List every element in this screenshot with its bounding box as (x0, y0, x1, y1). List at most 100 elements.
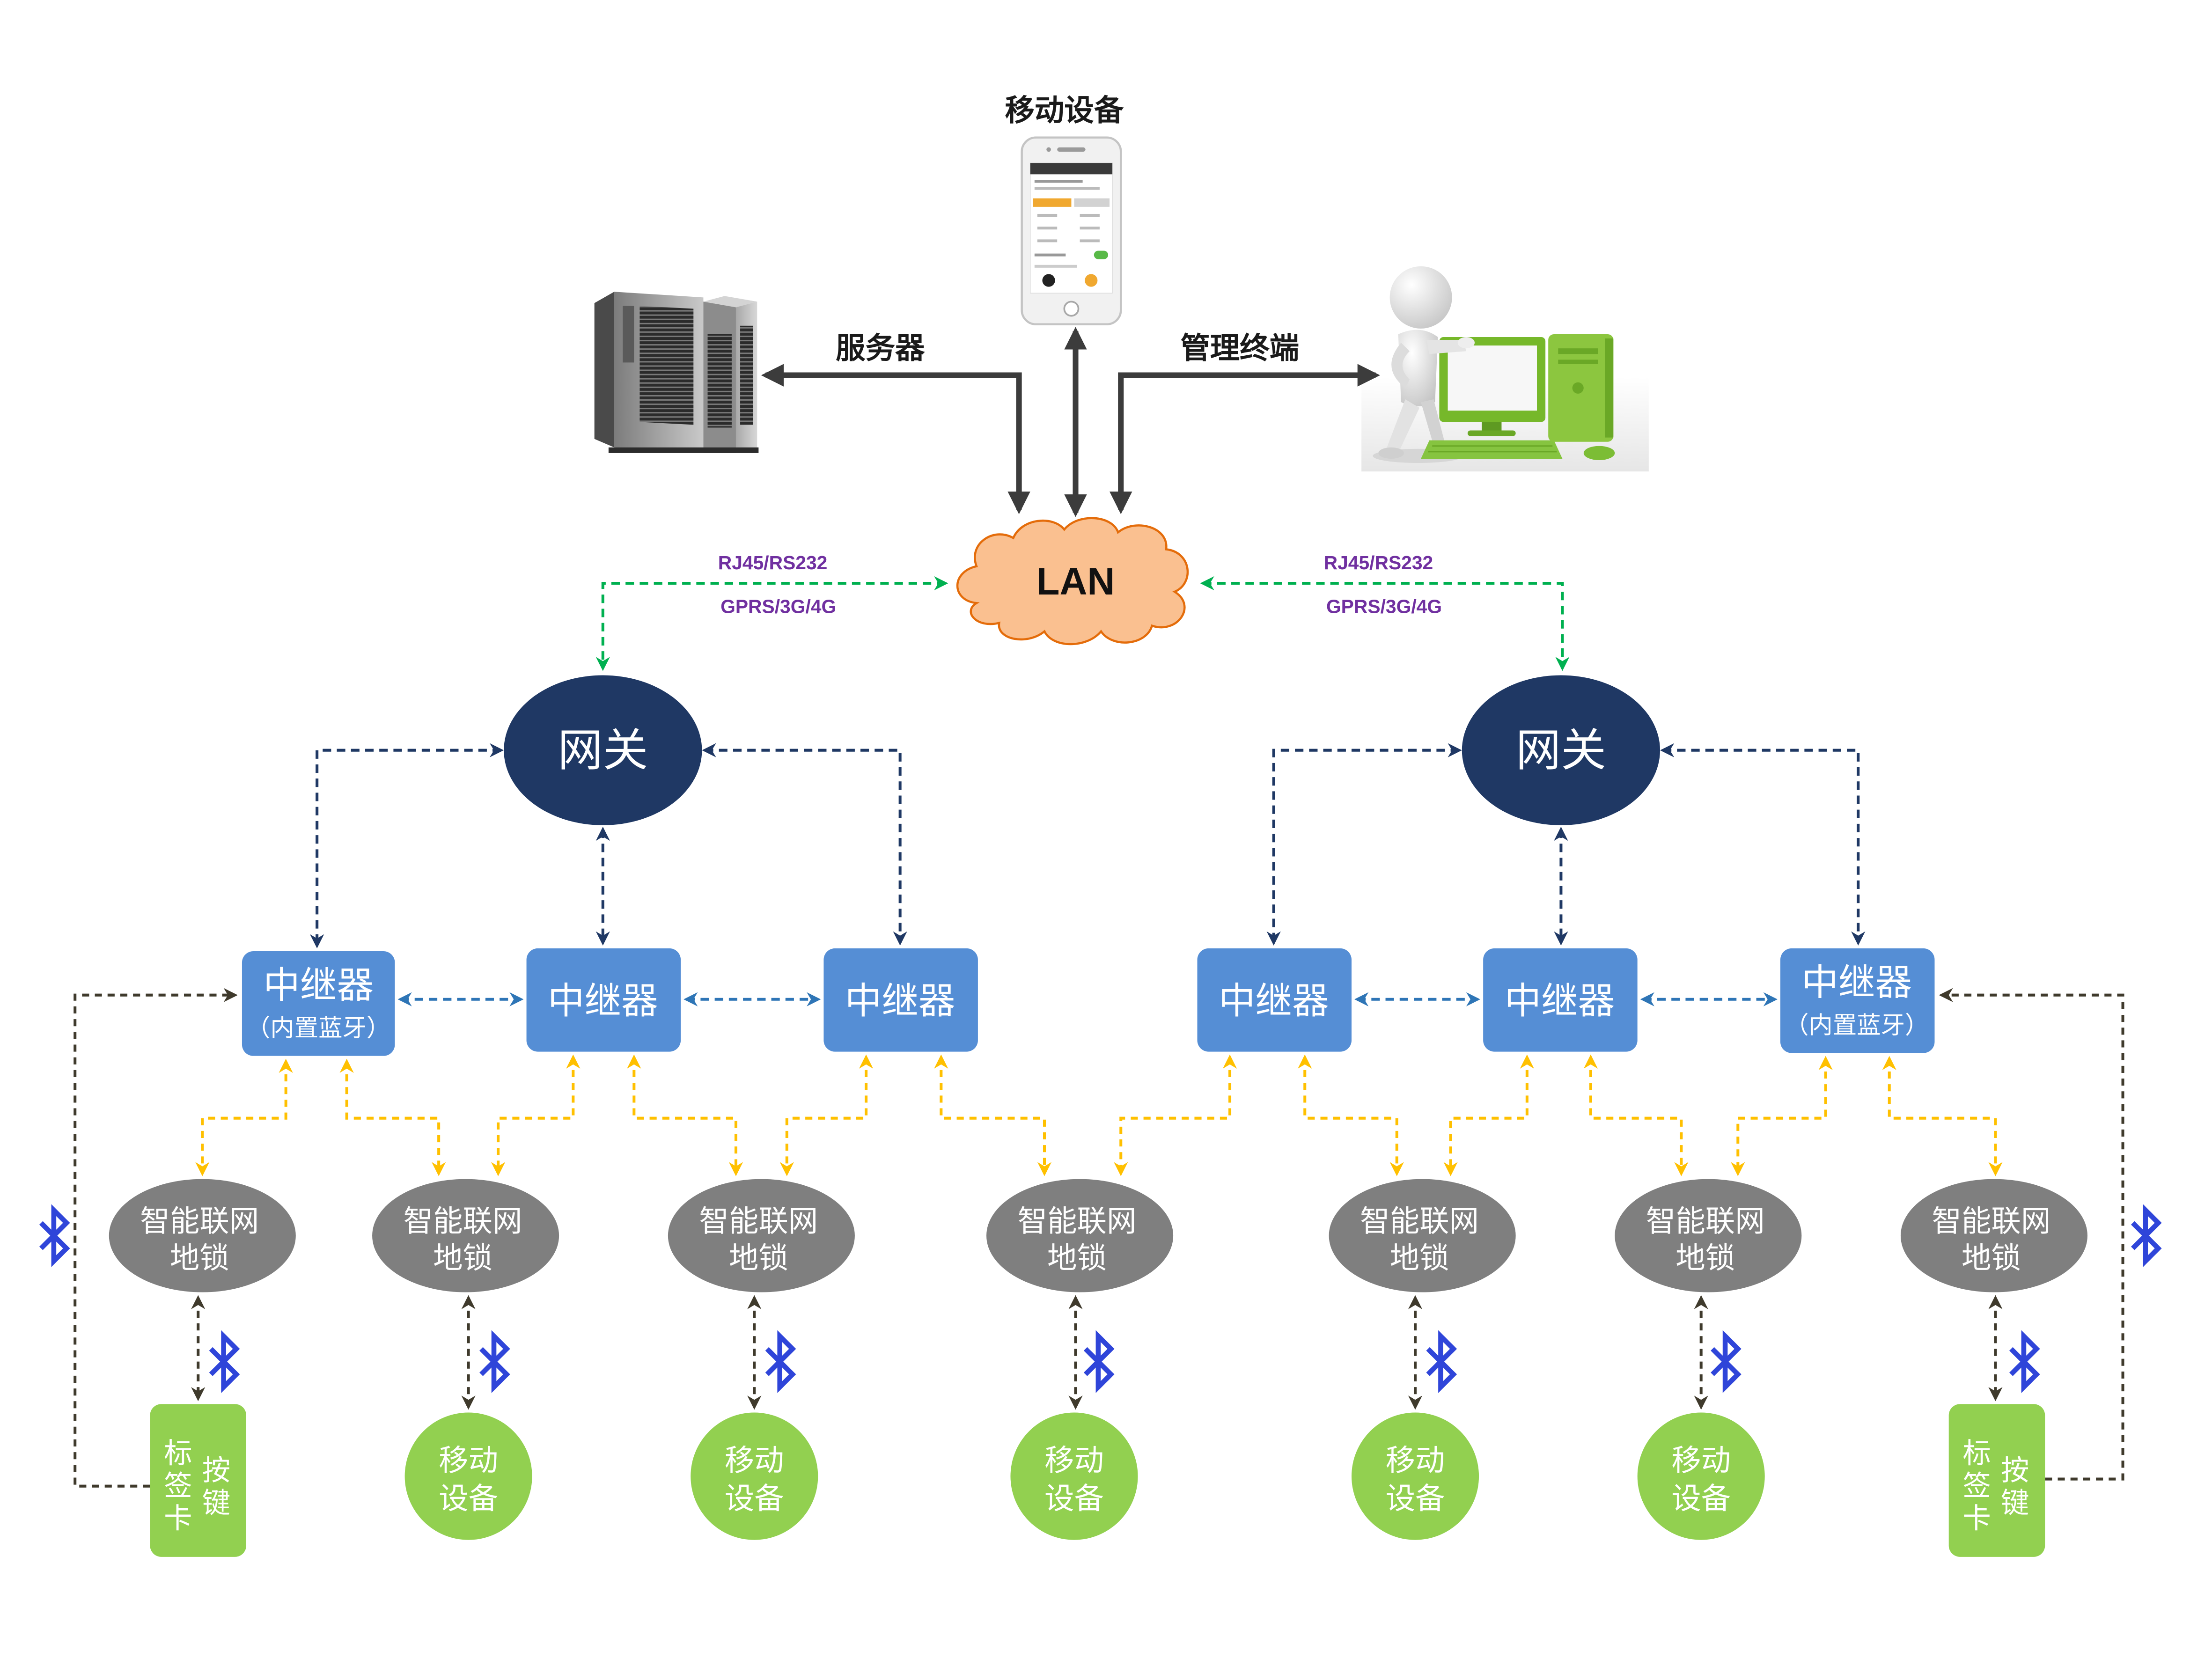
smart-lock-label-1: 智能联网 (404, 1204, 522, 1239)
tag-card-label: 标签卡 (1958, 1438, 1991, 1536)
mobile-device-label-1: 移动 (439, 1443, 498, 1477)
repeater-lock-link (1583, 1054, 1689, 1176)
lan-gateway-link-right (1200, 576, 1570, 671)
lan-label: LAN (1036, 560, 1115, 603)
tag-repeater-link-left (73, 988, 238, 1488)
mobile-device-label-2: 设备 (1671, 1481, 1731, 1516)
tag-card-box (1948, 1404, 2045, 1557)
mobile-device-5: 移动 设备 (1637, 1412, 1765, 1540)
mobile-device-label-1: 移动 (725, 1443, 784, 1477)
tag-card-button-label: 按键 (197, 1455, 230, 1520)
repeater-lock-link (934, 1054, 1052, 1176)
gateway-repeater-link (1266, 743, 1462, 946)
smart-lock-label-1: 智能联网 (1646, 1204, 1765, 1239)
mobile-device-label-2: 设备 (439, 1481, 498, 1516)
smart-lock-label-2: 地锁 (1962, 1241, 2021, 1275)
link-type-label-right-1: RJ45/RS232 (1324, 552, 1433, 573)
repeater-label: 中继器 (548, 979, 658, 1022)
smart-lock-node (668, 1179, 855, 1292)
server-label: 服务器 (836, 330, 925, 365)
smart-lock-6: 智能联网 地锁 (1615, 1179, 1802, 1292)
bluetooth-icon (39, 1204, 70, 1267)
repeater-box (1483, 948, 1638, 1052)
management-terminal-label: 管理终端 (1180, 330, 1299, 365)
mobile-device-1: 移动 设备 (404, 1412, 532, 1540)
link-type-label-left-2: GPRS/3G/4G (720, 595, 836, 617)
gateway-node (1462, 675, 1661, 825)
smart-lock-node (1615, 1179, 1802, 1292)
repeater-2: 中继器 (526, 948, 681, 1052)
repeater-box (1780, 948, 1935, 1053)
repeater-box (823, 948, 978, 1052)
repeater-label: 中继器 (1219, 979, 1329, 1022)
smart-lock-4: 智能联网 地锁 (986, 1179, 1174, 1292)
repeater-3: 中继器 (823, 948, 978, 1052)
smart-lock-label-1: 智能联网 (1018, 1204, 1137, 1239)
repeater-lock-link (339, 1058, 446, 1176)
mobile-device-label-2: 设备 (1386, 1481, 1445, 1516)
bluetooth-icon (1426, 1330, 1457, 1393)
bluetooth-icon (1083, 1330, 1115, 1393)
smart-lock-7: 智能联网 地锁 (1900, 1179, 2087, 1292)
mobile-device-node (1637, 1412, 1765, 1540)
gateway-node (504, 675, 702, 825)
mobile-device-node (691, 1412, 818, 1540)
repeater-label: 中继器 (1801, 961, 1912, 1004)
tag-card-right: 标签卡 按键 (1948, 1404, 2045, 1557)
repeater-lock-link (1298, 1054, 1404, 1176)
gateway-label: 网关 (1516, 724, 1606, 777)
repeater-sublabel: （内置蓝牙） (246, 1014, 390, 1042)
smart-lock-node (1900, 1179, 2087, 1292)
repeater-4: 中继器 (1197, 948, 1352, 1052)
smart-lock-node (1329, 1179, 1516, 1292)
terminal-lan-link (1110, 364, 1381, 514)
mobile-device-node (404, 1412, 532, 1540)
smart-lock-label-1: 智能联网 (699, 1204, 818, 1239)
tag-card-left: 标签卡 按键 (150, 1404, 247, 1557)
repeater-1: 中继器 （内置蓝牙） (242, 951, 395, 1056)
mobile-device-label-1: 移动 (1671, 1443, 1731, 1477)
repeater-lock-link (491, 1054, 581, 1176)
bluetooth-icon (2009, 1330, 2040, 1393)
gateway-left: 网关 (504, 675, 702, 825)
repeater-lock-link (627, 1054, 743, 1176)
smart-lock-label-2: 地锁 (1047, 1241, 1107, 1275)
smart-lock-label-2: 地锁 (1676, 1241, 1735, 1275)
smart-lock-5: 智能联网 地锁 (1329, 1179, 1516, 1292)
gateway-repeater-link (1660, 743, 1866, 946)
repeater-sublabel: （内置蓝牙） (1785, 1011, 1929, 1039)
mobile-device-label-2: 设备 (725, 1481, 784, 1516)
smart-lock-3: 智能联网 地锁 (668, 1179, 855, 1292)
smart-lock-label-1: 智能联网 (140, 1204, 259, 1239)
smart-lock-node (986, 1179, 1174, 1292)
tag-card-button-label: 按键 (1996, 1455, 2029, 1520)
gateway-repeater-link (310, 743, 504, 948)
mobile-device-label-2: 设备 (1044, 1481, 1104, 1516)
repeater-box (242, 951, 395, 1056)
mobile-device-4: 移动 设备 (1351, 1412, 1479, 1540)
smart-lock-label-2: 地锁 (433, 1241, 492, 1275)
repeater-label: 中继器 (845, 979, 955, 1022)
repeater-label: 中继器 (1505, 979, 1615, 1022)
mobile-phone-icon (1021, 136, 1122, 326)
repeater-box (526, 948, 681, 1052)
repeater-lock-link (779, 1054, 874, 1176)
repeater-lock-link (195, 1058, 293, 1176)
smart-lock-label-2: 地锁 (729, 1241, 788, 1275)
server-lan-link (761, 364, 1030, 514)
gateway-label: 网关 (558, 724, 648, 777)
bluetooth-icon (2131, 1204, 2162, 1267)
mobile-device-title: 移动设备 (1005, 93, 1124, 127)
server-icon (594, 292, 759, 453)
smart-lock-node (109, 1179, 296, 1292)
tag-card-label: 标签卡 (159, 1438, 192, 1536)
repeater-lock-link (1882, 1056, 2003, 1176)
repeater-5: 中继器 (1483, 948, 1638, 1052)
link-type-label-left-1: RJ45/RS232 (718, 552, 828, 573)
repeater-lock-link (1731, 1056, 1833, 1176)
smart-lock-node (372, 1179, 559, 1292)
repeater-box (1197, 948, 1352, 1052)
mobile-device-label-1: 移动 (1044, 1443, 1104, 1477)
bluetooth-icon (479, 1330, 510, 1393)
